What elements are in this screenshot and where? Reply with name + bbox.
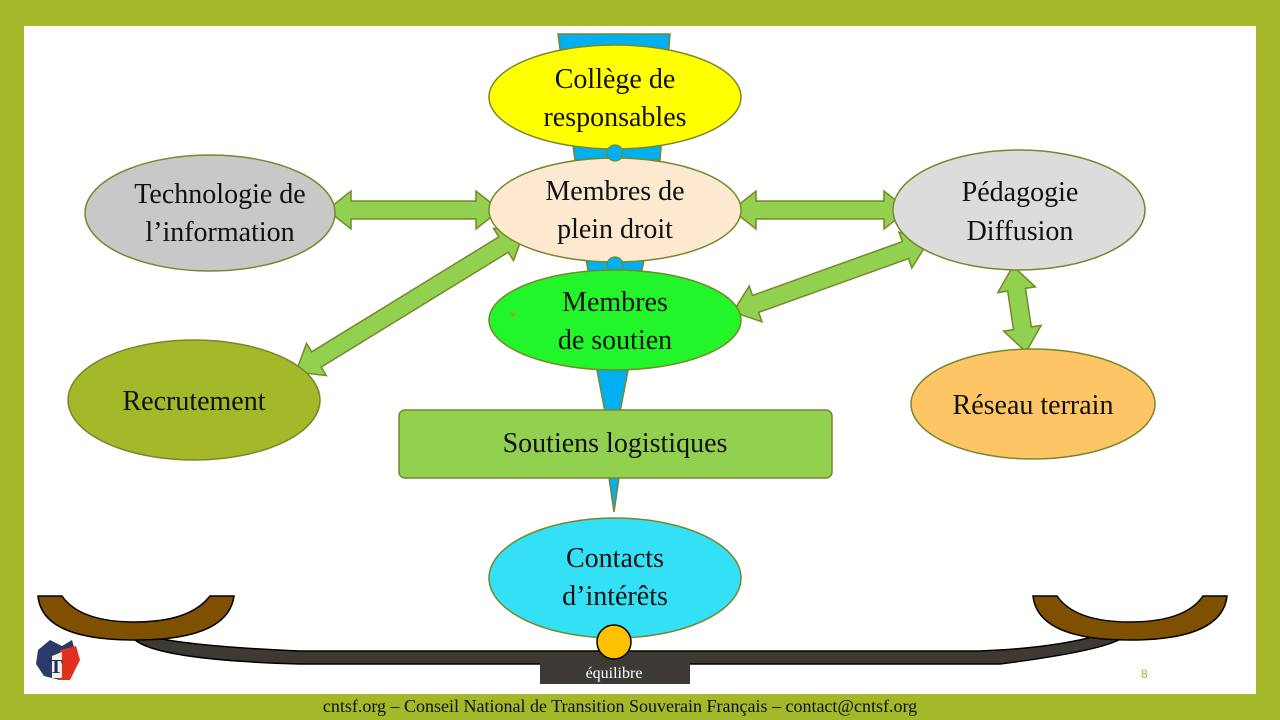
node-reseau-label: Réseau terrain (953, 390, 1114, 421)
equilibre-band (540, 660, 690, 684)
node-plein-droit-line1: Membres de (545, 176, 684, 207)
node-pedagogie-ellipse[interactable] (892, 149, 1146, 271)
balance-fulcrum (596, 624, 632, 660)
node-recrutement-ellipse[interactable] (67, 339, 321, 461)
node-contacts-line1: Contacts (566, 543, 664, 574)
node-soutien-line1: Membres (562, 287, 668, 318)
node-college-line2: responsables (543, 102, 686, 133)
node-logistique-box[interactable] (398, 409, 833, 479)
balance-pan-right (1032, 595, 1228, 641)
node-soutien-ellipse[interactable] (488, 269, 742, 371)
node-soutien-line2: de soutien (558, 325, 672, 356)
node-contacts-line2: d’intérêts (562, 581, 668, 612)
arrow-recrutement-plein-droit (294, 227, 526, 377)
arrow-soutien-pedagogie (731, 230, 930, 324)
node-pedagogie-line2: Diffusion (967, 216, 1074, 247)
node-technologie-line1: Technologie de (134, 179, 305, 210)
node-plein-droit-line2: plein droit (557, 214, 673, 245)
balance-pan-left (37, 595, 235, 641)
arrow-pedagogie-reseau (996, 264, 1043, 354)
node-logistique-label: Soutiens logistiques (503, 428, 728, 459)
node-contacts-ellipse[interactable] (488, 517, 742, 639)
svg-text:T: T (49, 656, 63, 678)
arrow-plein-droit-pedagogie (730, 189, 910, 231)
footer-text: cntsf.org – Conseil National de Transiti… (322, 696, 918, 716)
cntsf-logo: T (36, 640, 80, 680)
spine-bottom (608, 477, 620, 513)
node-reseau-ellipse[interactable] (910, 348, 1156, 460)
connector-dot-top (606, 144, 624, 162)
page-number: 8 (1141, 667, 1148, 681)
node-plein-droit-ellipse[interactable] (488, 157, 742, 263)
node-pedagogie-line1: Pédagogie (962, 177, 1079, 208)
equilibre-label: équilibre (586, 665, 643, 682)
small-marker-icon (510, 313, 516, 318)
node-technologie-line2: l’information (145, 217, 294, 248)
node-recrutement-label: Recrutement (122, 386, 265, 417)
node-technologie-ellipse[interactable] (84, 154, 336, 272)
arrow-technologie-plein-droit (325, 189, 502, 231)
node-college-ellipse[interactable] (488, 44, 742, 150)
node-college-line1: Collège de (555, 64, 676, 95)
